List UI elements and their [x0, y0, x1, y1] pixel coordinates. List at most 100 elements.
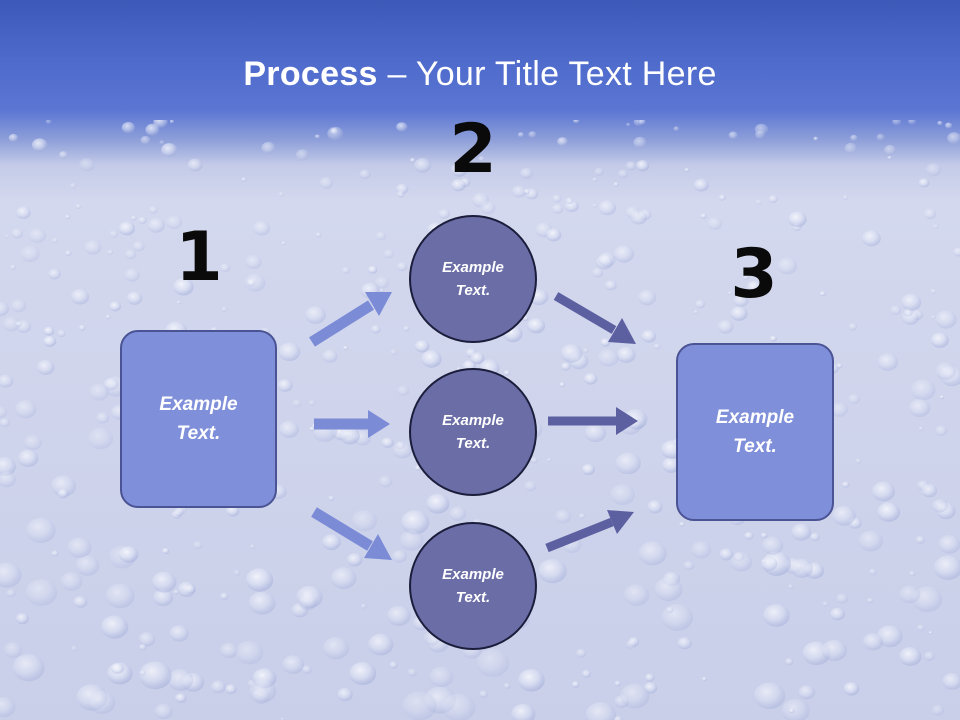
water-drop [470, 148, 479, 155]
circle-middle-text: Example Text. [442, 412, 504, 452]
water-drop [748, 269, 755, 275]
water-drop [322, 534, 341, 551]
water-drop [253, 220, 271, 236]
water-drop [560, 344, 583, 363]
water-drop [459, 123, 466, 129]
water-drop [375, 231, 387, 241]
water-drop [890, 305, 902, 315]
water-drop [339, 427, 360, 445]
water-drop [559, 382, 566, 388]
water-drop [360, 603, 367, 609]
water-drop [341, 266, 350, 274]
water-drop [75, 555, 100, 576]
water-drop [899, 585, 921, 604]
water-drop [789, 708, 795, 713]
water-drop [118, 221, 135, 236]
water-drop [744, 531, 754, 540]
water-drop [842, 481, 850, 488]
water-drop [862, 230, 881, 247]
water-drop [554, 509, 572, 524]
water-drop [935, 310, 957, 329]
water-drop [322, 637, 350, 660]
water-drop [233, 569, 241, 576]
water-drop [693, 178, 709, 192]
water-drop [244, 273, 266, 292]
water-drop [0, 457, 16, 476]
water-drop [0, 471, 16, 488]
water-drop [598, 252, 616, 267]
water-drop [479, 690, 488, 698]
water-drop [302, 665, 312, 674]
water-drop [876, 133, 885, 141]
water-drop [552, 204, 564, 214]
water-drop [620, 683, 650, 709]
water-drop [677, 637, 692, 650]
water-drop [79, 158, 95, 172]
water-drop [727, 291, 733, 295]
water-drop [368, 265, 378, 274]
water-drop [746, 280, 763, 295]
water-drop [813, 136, 818, 141]
water-drop [309, 426, 315, 432]
water-drop [87, 427, 114, 450]
water-drop [278, 191, 285, 197]
water-drop [2, 316, 20, 332]
water-drop [788, 584, 794, 589]
water-drop [645, 673, 655, 682]
water-drop [78, 324, 86, 331]
water-drop [0, 301, 9, 317]
water-drop [693, 310, 699, 314]
water-drop [945, 122, 953, 129]
water-drop [249, 679, 277, 703]
water-drop [96, 412, 110, 424]
water-drop [636, 160, 650, 172]
water-drop [235, 640, 264, 665]
water-drop [647, 500, 663, 514]
water-drop [915, 536, 925, 544]
water-drop [701, 676, 707, 682]
water-drop [877, 353, 899, 371]
water-drop [691, 541, 712, 559]
water-drop [395, 441, 406, 450]
water-drop [343, 345, 349, 351]
water-drop [662, 457, 681, 473]
water-drop [14, 400, 37, 419]
water-drop [760, 532, 768, 539]
water-drop [410, 158, 416, 163]
water-drop [858, 530, 883, 552]
water-drop [623, 584, 650, 606]
water-drop [666, 606, 674, 613]
water-drop [402, 691, 437, 720]
water-drop [248, 591, 276, 615]
water-drop [396, 122, 408, 132]
water-drop [330, 567, 357, 590]
water-drop [391, 550, 407, 563]
water-drop [908, 120, 916, 125]
water-drop [785, 658, 794, 666]
water-drop [899, 647, 922, 666]
water-drop [717, 320, 734, 334]
water-drop [547, 458, 552, 462]
water-drop [887, 155, 892, 160]
water-drop [921, 483, 938, 498]
arrow-left-to-top [309, 292, 392, 347]
water-drop [328, 495, 335, 501]
water-drop [20, 245, 40, 262]
arrow-middle-to-right [548, 407, 638, 435]
water-drop [148, 206, 158, 214]
water-drop [107, 249, 114, 255]
water-drop [153, 589, 174, 607]
water-drop [220, 592, 229, 600]
water-drop [855, 458, 862, 464]
water-drop [25, 579, 58, 606]
water-drop [528, 131, 537, 138]
water-drop [592, 203, 597, 208]
water-drop [848, 394, 860, 405]
water-drop [368, 633, 394, 656]
water-drop [565, 197, 574, 205]
water-drop [935, 362, 956, 380]
water-drop [124, 268, 140, 282]
water-drop [3, 642, 23, 658]
water-drop [245, 255, 262, 269]
water-drop [438, 209, 450, 219]
